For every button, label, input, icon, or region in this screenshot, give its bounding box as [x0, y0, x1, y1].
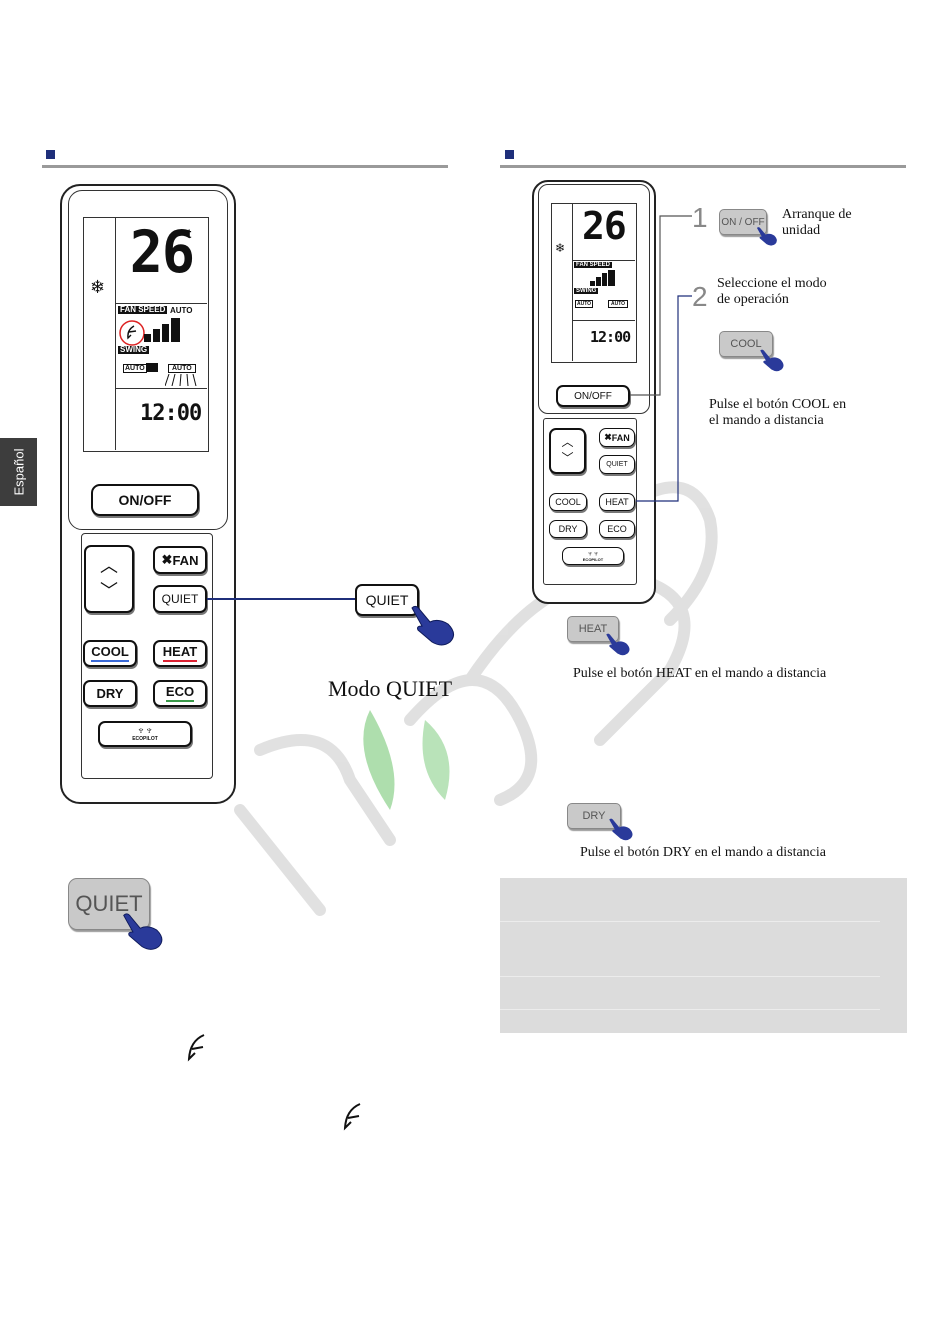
ecopilot-icon: ♆♆ [136, 725, 154, 737]
language-label: Español [11, 448, 26, 496]
pointing-hand-icon-dry [609, 818, 633, 841]
pointing-hand-icon-step1 [756, 227, 777, 246]
left-temp-updown-button[interactable]: ︿ ﹀ [84, 545, 134, 613]
left-lcd-divider-h1 [115, 303, 207, 304]
left-section-rule [42, 165, 448, 168]
vertical-swing-icon [146, 363, 158, 372]
left-clock-display: 12:00 [140, 401, 202, 426]
right-fan-speed-bars-icon [590, 270, 615, 286]
chevron-down-icon-right: ﹀ [561, 451, 574, 465]
step-connector-lines [630, 215, 692, 502]
right-fan-button[interactable]: ✖FAN [599, 428, 635, 447]
fan-x-icon-right: ✖ [604, 432, 612, 442]
quiet-mode-caption: Modo QUIET [328, 676, 453, 701]
left-section-marker [46, 150, 55, 159]
right-lcd-divider-h2 [572, 320, 635, 321]
step-1-text-line2: unidad [782, 223, 821, 238]
eco-label: ECO [165, 685, 195, 702]
right-swing-auto-1: AUTO [575, 300, 594, 308]
snowflake-icon: ❄ [90, 277, 106, 297]
left-eco-button[interactable]: ECO [153, 680, 207, 707]
right-cool-button[interactable]: COOL [549, 493, 587, 511]
left-swing-auto-1: AUTO [123, 364, 147, 373]
step-1-number: 1 [692, 202, 708, 233]
right-eco-button[interactable]: ECO [599, 520, 635, 538]
right-section-rule [500, 165, 906, 168]
cool-step-line1: Pulse el botón COOL en [709, 397, 847, 412]
chevron-up-icon-right: ︿ [561, 435, 574, 450]
dry-step-text: Pulse el botón DRY en el mando a distanc… [580, 845, 826, 860]
cool-label: COOL [91, 645, 129, 662]
fan-x-icon: ✖ [161, 552, 173, 567]
right-dry-button[interactable]: DRY [549, 520, 587, 538]
chevron-up-icon: ︿ [100, 555, 118, 576]
quiet-large-button[interactable]: QUIET [68, 878, 150, 930]
language-side-tab: Español [0, 438, 37, 506]
right-swing-auto-2: AUTO [608, 300, 629, 308]
left-heat-button[interactable]: HEAT [153, 640, 207, 667]
left-dry-button[interactable]: DRY [83, 680, 137, 707]
dry-step-button[interactable]: DRY [567, 803, 621, 829]
left-quiet-button[interactable]: QUIET [153, 585, 207, 613]
right-onoff-button[interactable]: ON/OFF [556, 385, 630, 407]
pointing-hand-icon-cool [760, 349, 784, 372]
right-temp-updown-button[interactable]: ︿ ﹀ [549, 428, 586, 474]
quiet-callout-button[interactable]: QUIET [355, 584, 419, 616]
pointing-hand-icon [411, 605, 454, 646]
quiet-icon-highlighted [119, 320, 145, 346]
right-lcd-divider-h1 [572, 260, 635, 261]
left-lcd-divider-v [115, 217, 116, 450]
note-divider-1 [500, 921, 880, 922]
left-onoff-button[interactable]: ON/OFF [91, 484, 199, 516]
right-ecopilot-button[interactable]: ♆♆ ECOPILOT [562, 547, 624, 565]
right-lcd-divider-v [572, 203, 573, 361]
left-temperature-display: 26 [129, 218, 195, 286]
right-heat-button[interactable]: HEAT [599, 493, 635, 511]
left-cool-button[interactable]: COOL [83, 640, 137, 667]
pointing-hand-icon-large [123, 913, 163, 950]
left-fan-button[interactable]: ✖FAN [153, 546, 207, 574]
note-divider-3 [500, 1009, 880, 1010]
left-swing-label: SWING [118, 345, 150, 355]
quiet-mode-icon [187, 1034, 205, 1062]
chevron-down-icon: ﹀ [100, 581, 118, 601]
note-divider-2 [500, 976, 880, 977]
step-2-text-line2: de operación [717, 292, 789, 307]
heat-label: HEAT [162, 645, 198, 662]
right-temperature-display: 26 [582, 204, 627, 248]
quiet-mode-icon-2 [343, 1103, 361, 1131]
left-ecopilot-button[interactable]: ♆♆ ECOPILOT [98, 721, 192, 747]
step-2-text-line1: Seleccione el modo [717, 276, 827, 291]
right-swing-label: SWING [574, 288, 599, 295]
pointing-hand-icon-heat [606, 633, 630, 656]
step-2-number: 2 [692, 281, 708, 312]
watermark-logo [234, 481, 718, 916]
cool-step-line2: el mando a distancia [709, 413, 824, 428]
right-section-marker [505, 150, 514, 159]
snowflake-icon-right: ❄ [555, 241, 566, 255]
fan-speed-bars-icon [144, 318, 180, 342]
right-clock-display: 12:00 [590, 328, 631, 346]
left-fan-speed-label: FAN SPEED [118, 305, 168, 315]
right-quiet-button[interactable]: QUIET [599, 455, 635, 474]
ecopilot-icon-right: ♆♆ [587, 549, 599, 558]
step-1-text-line1: Arranque de [782, 207, 852, 222]
right-fan-speed-label: FAN SPEED [574, 262, 613, 269]
left-fan-auto-label: AUTO [170, 306, 193, 315]
heat-step-text: Pulse el botón HEAT en el mando a distan… [573, 666, 827, 681]
left-temp-unit: t [187, 226, 192, 241]
horizontal-swing-icon [165, 374, 197, 386]
note-box [500, 878, 907, 1033]
quiet-callout-line [207, 598, 355, 600]
left-lcd-divider-h2 [115, 388, 207, 389]
left-swing-auto-2: AUTO [168, 364, 196, 373]
